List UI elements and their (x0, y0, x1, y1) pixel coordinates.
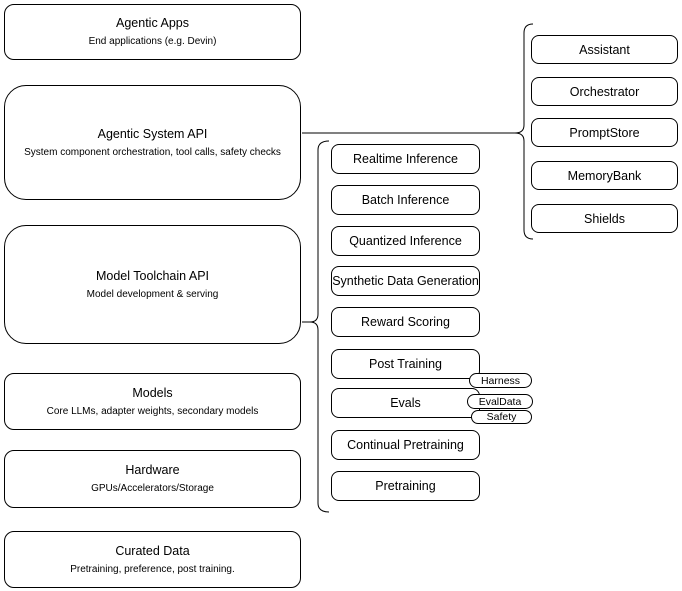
node-model-toolchain-api: Model Toolchain API Model development & … (4, 225, 301, 344)
node-subtitle: Core LLMs, adapter weights, secondary mo… (46, 405, 259, 417)
node-pretraining: Pretraining (331, 471, 480, 501)
node-reward-scoring: Reward Scoring (331, 307, 480, 337)
node-title: Models (132, 385, 173, 400)
node-shields: Shields (531, 204, 678, 233)
node-agentic-apps: Agentic Apps End applications (e.g. Devi… (4, 4, 301, 60)
node-assistant: Assistant (531, 35, 678, 64)
node-title: Curated Data (115, 543, 190, 558)
pill-harness: Harness (469, 373, 532, 388)
pill-safety: Safety (471, 410, 532, 424)
node-quantized-inference: Quantized Inference (331, 226, 480, 256)
node-subtitle: End applications (e.g. Devin) (88, 36, 217, 47)
toolchain-brace (309, 140, 330, 513)
node-title: Agentic Apps (116, 16, 189, 30)
node-hardware: Hardware GPUs/Accelerators/Storage (4, 450, 301, 508)
node-orchestrator: Orchestrator (531, 77, 678, 106)
node-memorybank: MemoryBank (531, 161, 678, 190)
node-post-training: Post Training (331, 349, 480, 379)
node-realtime-inference: Realtime Inference (331, 144, 480, 174)
pill-evaldata: EvalData (467, 394, 533, 409)
node-subtitle: Pretraining, preference, post training. (70, 563, 235, 575)
node-title: Hardware (125, 463, 180, 477)
node-subtitle: Model development & serving (86, 288, 219, 300)
node-title: Agentic System API (97, 126, 208, 141)
node-batch-inference: Batch Inference (331, 185, 480, 215)
node-evals: Evals (331, 388, 480, 418)
node-models: Models Core LLMs, adapter weights, secon… (4, 373, 301, 430)
node-agentic-system-api: Agentic System API System component orch… (4, 85, 301, 200)
node-curated-data: Curated Data Pretraining, preference, po… (4, 531, 301, 588)
node-subtitle: GPUs/Accelerators/Storage (91, 483, 214, 494)
node-continual-pretraining: Continual Pretraining (331, 430, 480, 460)
node-promptstore: PromptStore (531, 118, 678, 147)
node-title: Model Toolchain API (95, 268, 210, 283)
node-synthetic-data-generation: Synthetic Data Generation (331, 266, 480, 296)
node-subtitle: System component orchestration, tool cal… (24, 146, 281, 158)
